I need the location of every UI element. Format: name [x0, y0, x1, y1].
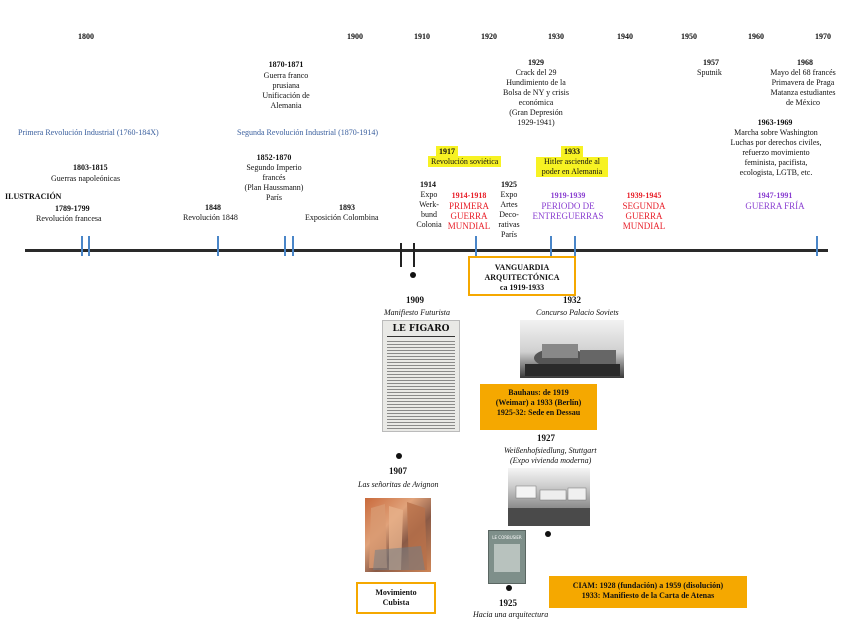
decade-1930: 1930	[548, 32, 564, 41]
tick-1968	[816, 236, 818, 256]
coldwar-text: GUERRA FRÍA	[745, 201, 805, 211]
e1870-year: 1870-1871	[268, 60, 304, 69]
weissenhof-image	[508, 468, 590, 526]
decade-1800: 1800	[78, 32, 94, 41]
soviets-caption: Concurso Palacio Soviets	[536, 308, 619, 317]
e1917-year: 1917	[432, 146, 462, 157]
sputnik-year: 1957	[703, 58, 719, 67]
coldwar-year: 1947-1991	[757, 191, 793, 200]
tick-1848	[217, 236, 219, 256]
e1968-year: 1968	[797, 58, 813, 67]
vanguardia-box: VANGUARDIA ARQUITECTÓNICA ca 1919-1933	[468, 256, 576, 296]
figaro-newspaper-image: LE FIGARO	[382, 320, 460, 432]
e1893-year: 1893	[339, 203, 355, 212]
weissenhof-year: 1927	[537, 433, 555, 443]
decade-1950: 1950	[681, 32, 697, 41]
ww2-year: 1939-1945	[626, 191, 662, 200]
decade-1900: 1900	[347, 32, 363, 41]
ww1-year: 1914-1918	[451, 191, 487, 200]
hacia-year: 1925	[499, 598, 517, 608]
e1925expo-year: 1925	[501, 180, 517, 189]
dot-1925	[506, 585, 512, 591]
bauhaus-box: Bauhaus: de 1919 (Weimar) a 1933 (Berlín…	[480, 384, 597, 430]
avignon-year: 1907	[389, 466, 407, 476]
avignon-painting-image	[365, 498, 431, 572]
tick-1907	[400, 243, 402, 267]
tick-1870	[292, 236, 294, 256]
ilustracion-text: Revolución francesa	[36, 214, 102, 223]
weissenhof-caption-1: Weißenhofsiedlung, Stuttgart	[504, 446, 597, 455]
weissenhof-caption-2: (Expo vivienda moderna)	[510, 456, 592, 465]
decade-1910: 1910	[414, 32, 430, 41]
cubism-box: Movimiento Cubista	[356, 582, 436, 614]
sputnik-text: Sputnik	[697, 68, 722, 77]
tick-1852	[284, 236, 286, 256]
period-first-industrial-revolution: Primera Revolución Industrial (1760-184X…	[18, 128, 159, 137]
ilustracion-year: 1789-1799	[55, 204, 90, 213]
napoleon-text: Guerras napoleónicas	[51, 174, 121, 183]
dot-1927	[545, 531, 551, 537]
e1933-year: 1933	[557, 146, 587, 157]
futurist-caption: Manifiesto Futurista	[384, 308, 450, 317]
tick-1917	[475, 236, 477, 256]
futurist-year: 1909	[406, 295, 424, 305]
tick-1789	[81, 236, 83, 256]
e1893-text: Exposición Colombina	[305, 213, 379, 222]
napoleon-year: 1803-1815	[73, 163, 108, 172]
decade-1940: 1940	[617, 32, 633, 41]
tick-1803	[88, 236, 90, 256]
timeline-axis	[25, 249, 828, 252]
decade-1920: 1920	[481, 32, 497, 41]
e1929-year: 1929	[528, 58, 544, 67]
dot-1907	[396, 453, 402, 459]
tick-1909	[413, 243, 415, 267]
soviets-palace-image	[520, 320, 624, 378]
ilustracion-title: ILUSTRACIÓN	[5, 192, 62, 201]
e1963-year: 1963-1969	[757, 118, 793, 127]
avignon-caption: Las señoritas de Avignon	[358, 480, 439, 489]
decade-1960: 1960	[748, 32, 764, 41]
tick-1929	[550, 236, 552, 256]
dot-1909	[410, 272, 416, 278]
period-second-industrial-revolution: Segunda Revolución Industrial (1870-1914…	[237, 128, 379, 137]
e1848-year: 1848	[205, 203, 221, 212]
interwar-year: 1919-1939	[550, 191, 586, 200]
e1852-year: 1852-1870	[256, 153, 292, 162]
e1848-text: Revolución 1848	[183, 213, 238, 222]
decade-1970: 1970	[815, 32, 831, 41]
soviets-year: 1932	[563, 295, 581, 305]
ciam-box: CIAM: 1928 (fundación) a 1959 (disolució…	[549, 576, 747, 608]
tick-1933	[574, 236, 576, 256]
e1914expo-year: 1914	[420, 180, 436, 189]
hacia-caption: Hacia una arquitectura	[473, 610, 549, 619]
hacia-book-cover-image: LE CORBUSIER	[488, 530, 526, 584]
e1917-text: Revolución soviética	[428, 156, 502, 167]
